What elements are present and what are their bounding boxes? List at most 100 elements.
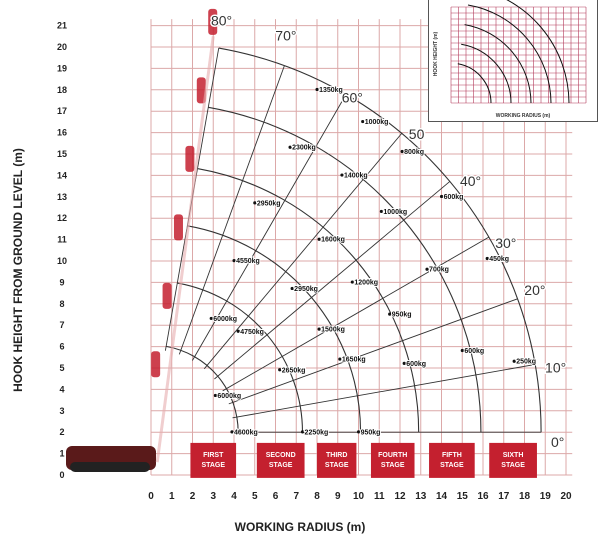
capacity-label: 4550kg (236, 258, 260, 265)
capacity-label: 600kg (464, 348, 484, 355)
x-axis-title: WORKING RADIUS (m) (234, 520, 366, 534)
stage-arc (218, 47, 542, 433)
x-tick-label: 20 (560, 491, 572, 502)
inset-arc (467, 4, 552, 104)
inset-arc (461, 43, 512, 104)
inset-y-label: HOOK HEIGHT (m) (433, 31, 439, 76)
capacity-label: 1650kg (342, 357, 366, 364)
x-tick-label: 8 (314, 491, 320, 502)
boom-icon (208, 8, 218, 35)
x-tick-label: 5 (252, 491, 258, 502)
y-tick-label: 13 (57, 192, 67, 202)
x-tick-label: 12 (394, 491, 406, 502)
x-tick-label: 19 (540, 491, 552, 502)
capacity-label: 6000kg (217, 393, 241, 400)
capacity-label: 4750kg (240, 329, 264, 336)
x-tick-label: 7 (293, 491, 299, 502)
x-tick-label: 13 (415, 491, 427, 502)
angle-ray (192, 94, 347, 361)
stage-label-line2: STAGE (501, 462, 525, 469)
boom-icon (173, 214, 183, 241)
y-tick-label: 2 (59, 427, 64, 437)
angle-label: 0° (551, 434, 564, 450)
capacity-point (361, 119, 365, 124)
stage-box (256, 442, 305, 478)
capacity-point (460, 348, 464, 353)
boom-icon (185, 145, 195, 172)
inset-arc (464, 24, 532, 104)
angle-ray (178, 65, 285, 355)
stage-label-line1: SIXTH (503, 452, 524, 459)
x-tick-label: 4 (231, 491, 237, 502)
stage-labels: FIRSTSTAGESECONDSTAGETHIRDSTAGEFOURTHSTA… (190, 442, 537, 478)
y-tick-label: 10 (57, 256, 67, 266)
capacity-point (402, 361, 406, 365)
stage-box (317, 442, 357, 478)
x-tick-label: 16 (477, 491, 489, 502)
capacity-label: 1350kg (319, 87, 343, 94)
stage-label-line2: STAGE (325, 462, 349, 469)
boom-shaft-icon (155, 36, 215, 463)
stage-box (429, 442, 475, 478)
angle-label: 80° (211, 13, 232, 29)
inset-plot: WORKING RADIUS (m) HOOK HEIGHT (m) (433, 0, 587, 119)
stage-arc (208, 106, 482, 433)
capacity-point (425, 267, 429, 271)
x-tick-label: 2 (190, 491, 196, 502)
y-tick-label: 21 (57, 21, 67, 31)
y-tick-label: 20 (57, 42, 67, 52)
angle-ray (222, 236, 490, 392)
y-tick-label: 7 (59, 320, 64, 330)
x-tick-label: 3 (210, 491, 216, 502)
y-tick-label: 16 (57, 128, 67, 138)
capacity-point (439, 194, 444, 199)
capacity-point (512, 359, 516, 363)
y-tick-label: 12 (57, 213, 67, 223)
stage-label-line2: STAGE (201, 462, 225, 469)
inset-chart: WORKING RADIUS (m) HOOK HEIGHT (m) (428, 0, 598, 122)
stage-label-line2: STAGE (381, 462, 405, 469)
stage-label-line1: FIRST (203, 452, 224, 459)
capacity-point (300, 430, 305, 434)
capacity-point (350, 280, 354, 284)
stage-arc (197, 168, 420, 433)
capacity-label: 450kg (489, 256, 509, 263)
stage-arc (177, 282, 304, 433)
y-tick-label: 4 (59, 384, 64, 394)
stage-label-line1: THIRD (326, 452, 347, 459)
capacity-label: 950kg (392, 312, 412, 319)
capacity-label: 2650kg (282, 367, 306, 374)
capacity-point (315, 87, 319, 92)
boom-icon (162, 282, 172, 309)
capacity-point (278, 368, 282, 372)
stage-arcs (166, 47, 542, 433)
capacity-point (288, 145, 292, 149)
stage-label-line1: FIFTH (442, 452, 462, 459)
y-tick-label: 14 (57, 170, 67, 180)
capacity-point (253, 201, 257, 205)
y-axis-title: HOOK HEIGHT FROM GROUND LEVEL (m) (11, 148, 25, 392)
capacity-point (485, 256, 489, 261)
capacity-point (232, 259, 236, 263)
x-tick-label: 0 (148, 491, 154, 502)
capacity-point (388, 312, 392, 316)
boom-icon (196, 77, 206, 104)
capacity-point (356, 430, 361, 434)
x-tick-label: 14 (436, 491, 448, 502)
angle-label: 70° (275, 28, 296, 44)
crane-track-icon (70, 462, 150, 472)
capacity-label: 700kg (429, 267, 449, 274)
stage-label-line1: FOURTH (378, 452, 407, 459)
x-tick-label: 6 (273, 491, 279, 502)
capacity-label: 2950kg (257, 200, 281, 207)
capacity-label: 600kg (406, 361, 426, 368)
inset-arc (506, 0, 570, 104)
capacity-labels: 1350kg1000kg2300kg800kg1400kg600kg2950kg… (209, 86, 537, 437)
stage-label-line2: STAGE (269, 462, 293, 469)
x-tick-label: 1 (169, 491, 175, 502)
capacity-point (213, 393, 217, 398)
stage-arc (166, 345, 239, 433)
inset-arc (457, 63, 492, 104)
